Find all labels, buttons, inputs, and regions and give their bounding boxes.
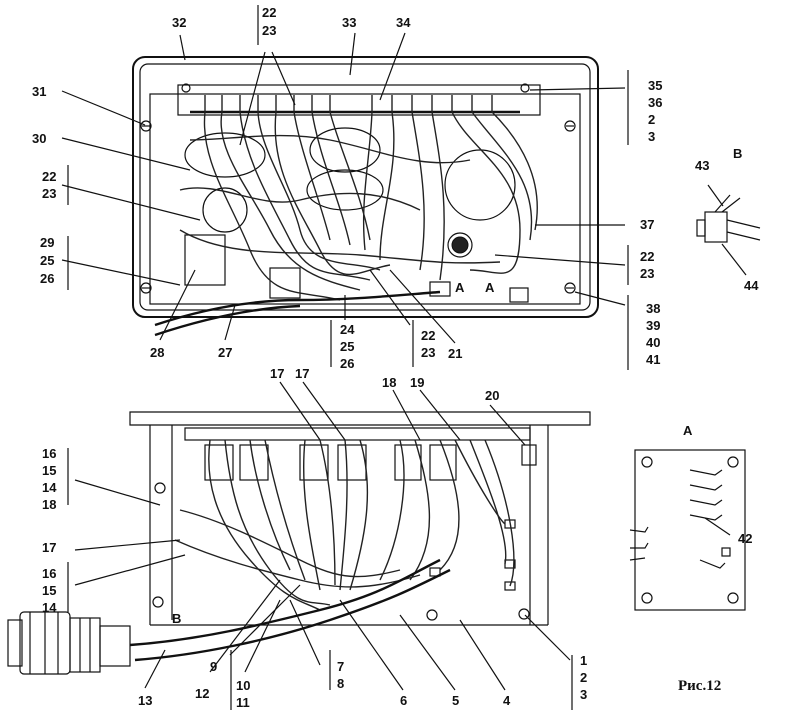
bottom-panel-view — [7, 381, 731, 710]
callout-8: 8 — [337, 676, 344, 691]
callout-31: 31 — [32, 84, 46, 99]
callout-3: 3 — [580, 687, 587, 702]
callout-25: 25 — [40, 253, 54, 268]
callout-28: 28 — [150, 345, 164, 360]
callout-18: 18 — [42, 497, 56, 512]
callout-3: 3 — [648, 129, 655, 144]
callout-24: 24 — [340, 322, 355, 337]
callout-17: 17 — [270, 366, 284, 381]
callout-30: 30 — [32, 131, 46, 146]
screw-icon — [727, 592, 739, 604]
leader-lines-bottom — [74, 381, 731, 691]
callout-33: 33 — [342, 15, 356, 30]
callout-43: 43 — [695, 158, 709, 173]
top-panel-view — [61, 5, 629, 370]
terminal-lug-icon — [629, 469, 731, 569]
callout-14: 14 — [42, 480, 57, 495]
callout-23: 23 — [640, 266, 654, 281]
callout-17: 17 — [42, 540, 56, 555]
callout-14: 14 — [42, 600, 57, 615]
callout-23: 23 — [421, 345, 435, 360]
terminal-strip — [190, 95, 520, 114]
callout-40: 40 — [646, 335, 660, 350]
callout-15: 15 — [42, 583, 56, 598]
callout-16: 16 — [42, 446, 56, 461]
screw-icon — [727, 456, 739, 468]
plug-connector-icon — [7, 611, 131, 675]
screw-icon — [564, 282, 576, 294]
view-b-marker: В — [172, 611, 181, 626]
callout-22: 22 — [421, 328, 435, 343]
screw-icon — [140, 120, 152, 132]
screw-icon — [520, 83, 530, 93]
callout-22: 22 — [640, 249, 654, 264]
callout-22: 22 — [262, 5, 276, 20]
screw-icon — [426, 609, 438, 621]
callout-44: 44 — [744, 278, 759, 293]
callout-5: 5 — [452, 693, 459, 708]
callout-4: 4 — [503, 693, 511, 708]
callout-39: 39 — [646, 318, 660, 333]
callout-41: 41 — [646, 352, 660, 367]
screw-icon — [181, 83, 191, 93]
callout-37: 37 — [640, 217, 654, 232]
callout-16: 16 — [42, 566, 56, 581]
screw-icon — [140, 282, 152, 294]
figure-caption: Рис.12 — [678, 678, 721, 694]
callout-35: 35 — [648, 78, 662, 93]
callout-38: 38 — [646, 301, 660, 316]
callout-25: 25 — [340, 339, 354, 354]
callout-18: 18 — [382, 375, 396, 390]
callout-15: 15 — [42, 463, 56, 478]
callout-19: 19 — [410, 375, 424, 390]
callout-23: 23 — [262, 23, 276, 38]
callout-42: 42 — [738, 531, 752, 546]
callout-22: 22 — [42, 169, 56, 184]
callout-29: 29 — [40, 235, 54, 250]
detail-view-b — [696, 184, 761, 276]
callout-2: 2 — [580, 670, 587, 685]
view-a-marker: A — [485, 280, 495, 295]
screw-icon — [518, 608, 530, 620]
callout-7: 7 — [337, 659, 344, 674]
callout-17: 17 — [295, 366, 309, 381]
screw-icon — [641, 592, 653, 604]
screw-icon — [154, 482, 166, 494]
wire-harness-top — [154, 111, 538, 337]
callout-26: 26 — [340, 356, 354, 371]
callout-27: 27 — [218, 345, 232, 360]
view-a-marker: A — [455, 280, 465, 295]
callout-13: 13 — [138, 693, 152, 708]
callout-2: 2 — [648, 112, 655, 127]
view-b-title: В — [733, 146, 742, 161]
callout-20: 20 — [485, 388, 499, 403]
callout-10: 10 — [236, 678, 250, 693]
callout-6: 6 — [400, 693, 407, 708]
leader-lines-top — [61, 32, 626, 367]
callout-9: 9 — [210, 659, 217, 674]
screw-icon — [564, 120, 576, 132]
wire-harness-bottom — [129, 439, 515, 662]
callout-21: 21 — [448, 346, 462, 361]
screw-icon — [641, 456, 653, 468]
callout-32: 32 — [172, 15, 186, 30]
callout-11: 11 — [236, 695, 250, 710]
callout-23: 23 — [42, 186, 56, 201]
view-a-title: А — [683, 423, 693, 438]
callout-36: 36 — [648, 95, 662, 110]
callout-34: 34 — [396, 15, 411, 30]
callout-1: 1 — [580, 653, 587, 668]
detail-view-a — [629, 449, 746, 611]
screw-icon — [152, 596, 164, 608]
callout-12: 12 — [195, 686, 209, 701]
callout-26: 26 — [40, 271, 54, 286]
